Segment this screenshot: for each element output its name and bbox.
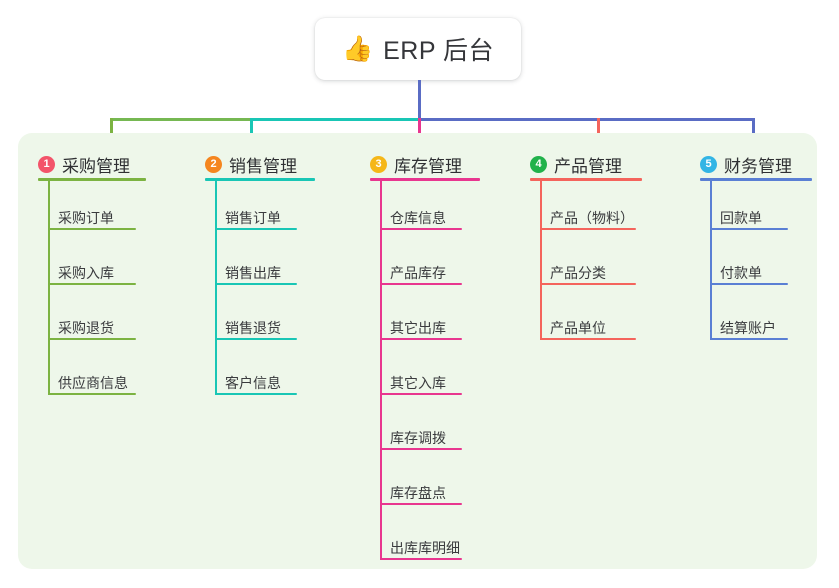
- leaf-item-rule: [215, 338, 297, 340]
- leaf-item-label: 结算账户: [720, 320, 776, 336]
- root-stem: [418, 80, 421, 120]
- branch-header-2[interactable]: 2 销售管理: [205, 152, 297, 177]
- leaf-item-rule: [215, 283, 297, 285]
- leaf-item-label: 客户信息: [225, 375, 281, 391]
- branch-header-rule: [38, 178, 146, 181]
- leaf-item-label: 销售订单: [225, 210, 281, 226]
- branch-header-3[interactable]: 3 库存管理: [370, 152, 462, 177]
- bus-segment-1: [110, 118, 250, 121]
- branch-header-1[interactable]: 1 采购管理: [38, 152, 130, 177]
- leaf-item-label: 产品库存: [390, 265, 446, 281]
- leaf-item-rule: [710, 338, 788, 340]
- branch-number-badge: 2: [205, 156, 222, 173]
- leaf-item-label: 销售出库: [225, 265, 281, 281]
- leaf-item-label: 付款单: [720, 265, 762, 281]
- branch-header-rule: [205, 178, 315, 181]
- branch-number-badge: 3: [370, 156, 387, 173]
- root-node[interactable]: 👍 ERP 后台: [315, 18, 521, 80]
- leaf-item-label: 仓库信息: [390, 210, 446, 226]
- leaf-item-rule: [380, 228, 462, 230]
- leaf-item-rule: [380, 503, 462, 505]
- leaf-item-label: 采购订单: [58, 210, 114, 226]
- branch-number-badge: 5: [700, 156, 717, 173]
- leaf-item-label: 供应商信息: [58, 375, 128, 391]
- leaf-item-rule: [380, 558, 462, 560]
- leaf-item-label: 产品单位: [550, 320, 606, 336]
- branch-header-rule: [700, 178, 812, 181]
- leaf-item-rule: [540, 338, 636, 340]
- leaf-item-rule: [710, 283, 788, 285]
- thumbs-up-icon: 👍: [341, 34, 374, 63]
- leaf-item-label: 其它出库: [390, 320, 446, 336]
- leaf-item-rule: [380, 448, 462, 450]
- branch-spine: [380, 178, 382, 560]
- leaf-item-label: 出库库明细: [390, 540, 460, 556]
- leaf-item-rule: [48, 228, 136, 230]
- leaf-item-label: 销售退货: [225, 320, 281, 336]
- branch-header-rule: [370, 178, 480, 181]
- leaf-item-rule: [380, 393, 462, 395]
- branch-title: 销售管理: [229, 157, 297, 176]
- branch-title: 采购管理: [62, 157, 130, 176]
- branch-title: 财务管理: [724, 157, 792, 176]
- leaf-item-label: 产品分类: [550, 265, 606, 281]
- branch-spine: [48, 178, 50, 395]
- page-title: ERP 后台: [383, 37, 495, 65]
- branch-header-5[interactable]: 5 财务管理: [700, 152, 792, 177]
- branch-panel: [18, 133, 817, 569]
- leaf-item-label: 采购退货: [58, 320, 114, 336]
- branch-number-badge: 4: [530, 156, 547, 173]
- leaf-item-label: 库存盘点: [390, 485, 446, 501]
- leaf-item-label: 库存调拨: [390, 430, 446, 446]
- branch-spine: [540, 178, 542, 340]
- branch-number-badge: 1: [38, 156, 55, 173]
- leaf-item-rule: [215, 228, 297, 230]
- bus-segment-2: [250, 118, 418, 121]
- bus-segment-3: [418, 118, 755, 121]
- leaf-item-label: 产品（物料）: [550, 210, 634, 226]
- leaf-item-rule: [48, 393, 136, 395]
- leaf-item-rule: [380, 283, 462, 285]
- leaf-item-label: 其它入库: [390, 375, 446, 391]
- branch-title: 库存管理: [394, 157, 462, 176]
- leaf-item-rule: [540, 283, 636, 285]
- branch-spine: [215, 178, 217, 395]
- leaf-item-rule: [215, 393, 297, 395]
- leaf-item-label: 回款单: [720, 210, 762, 226]
- leaf-item-rule: [540, 228, 636, 230]
- leaf-item-rule: [48, 283, 136, 285]
- branch-header-4[interactable]: 4 产品管理: [530, 152, 622, 177]
- branch-header-rule: [530, 178, 642, 181]
- leaf-item-rule: [710, 228, 788, 230]
- branch-title: 产品管理: [554, 157, 622, 176]
- branch-spine: [710, 178, 712, 340]
- leaf-item-label: 采购入库: [58, 265, 114, 281]
- leaf-item-rule: [380, 338, 462, 340]
- leaf-item-rule: [48, 338, 136, 340]
